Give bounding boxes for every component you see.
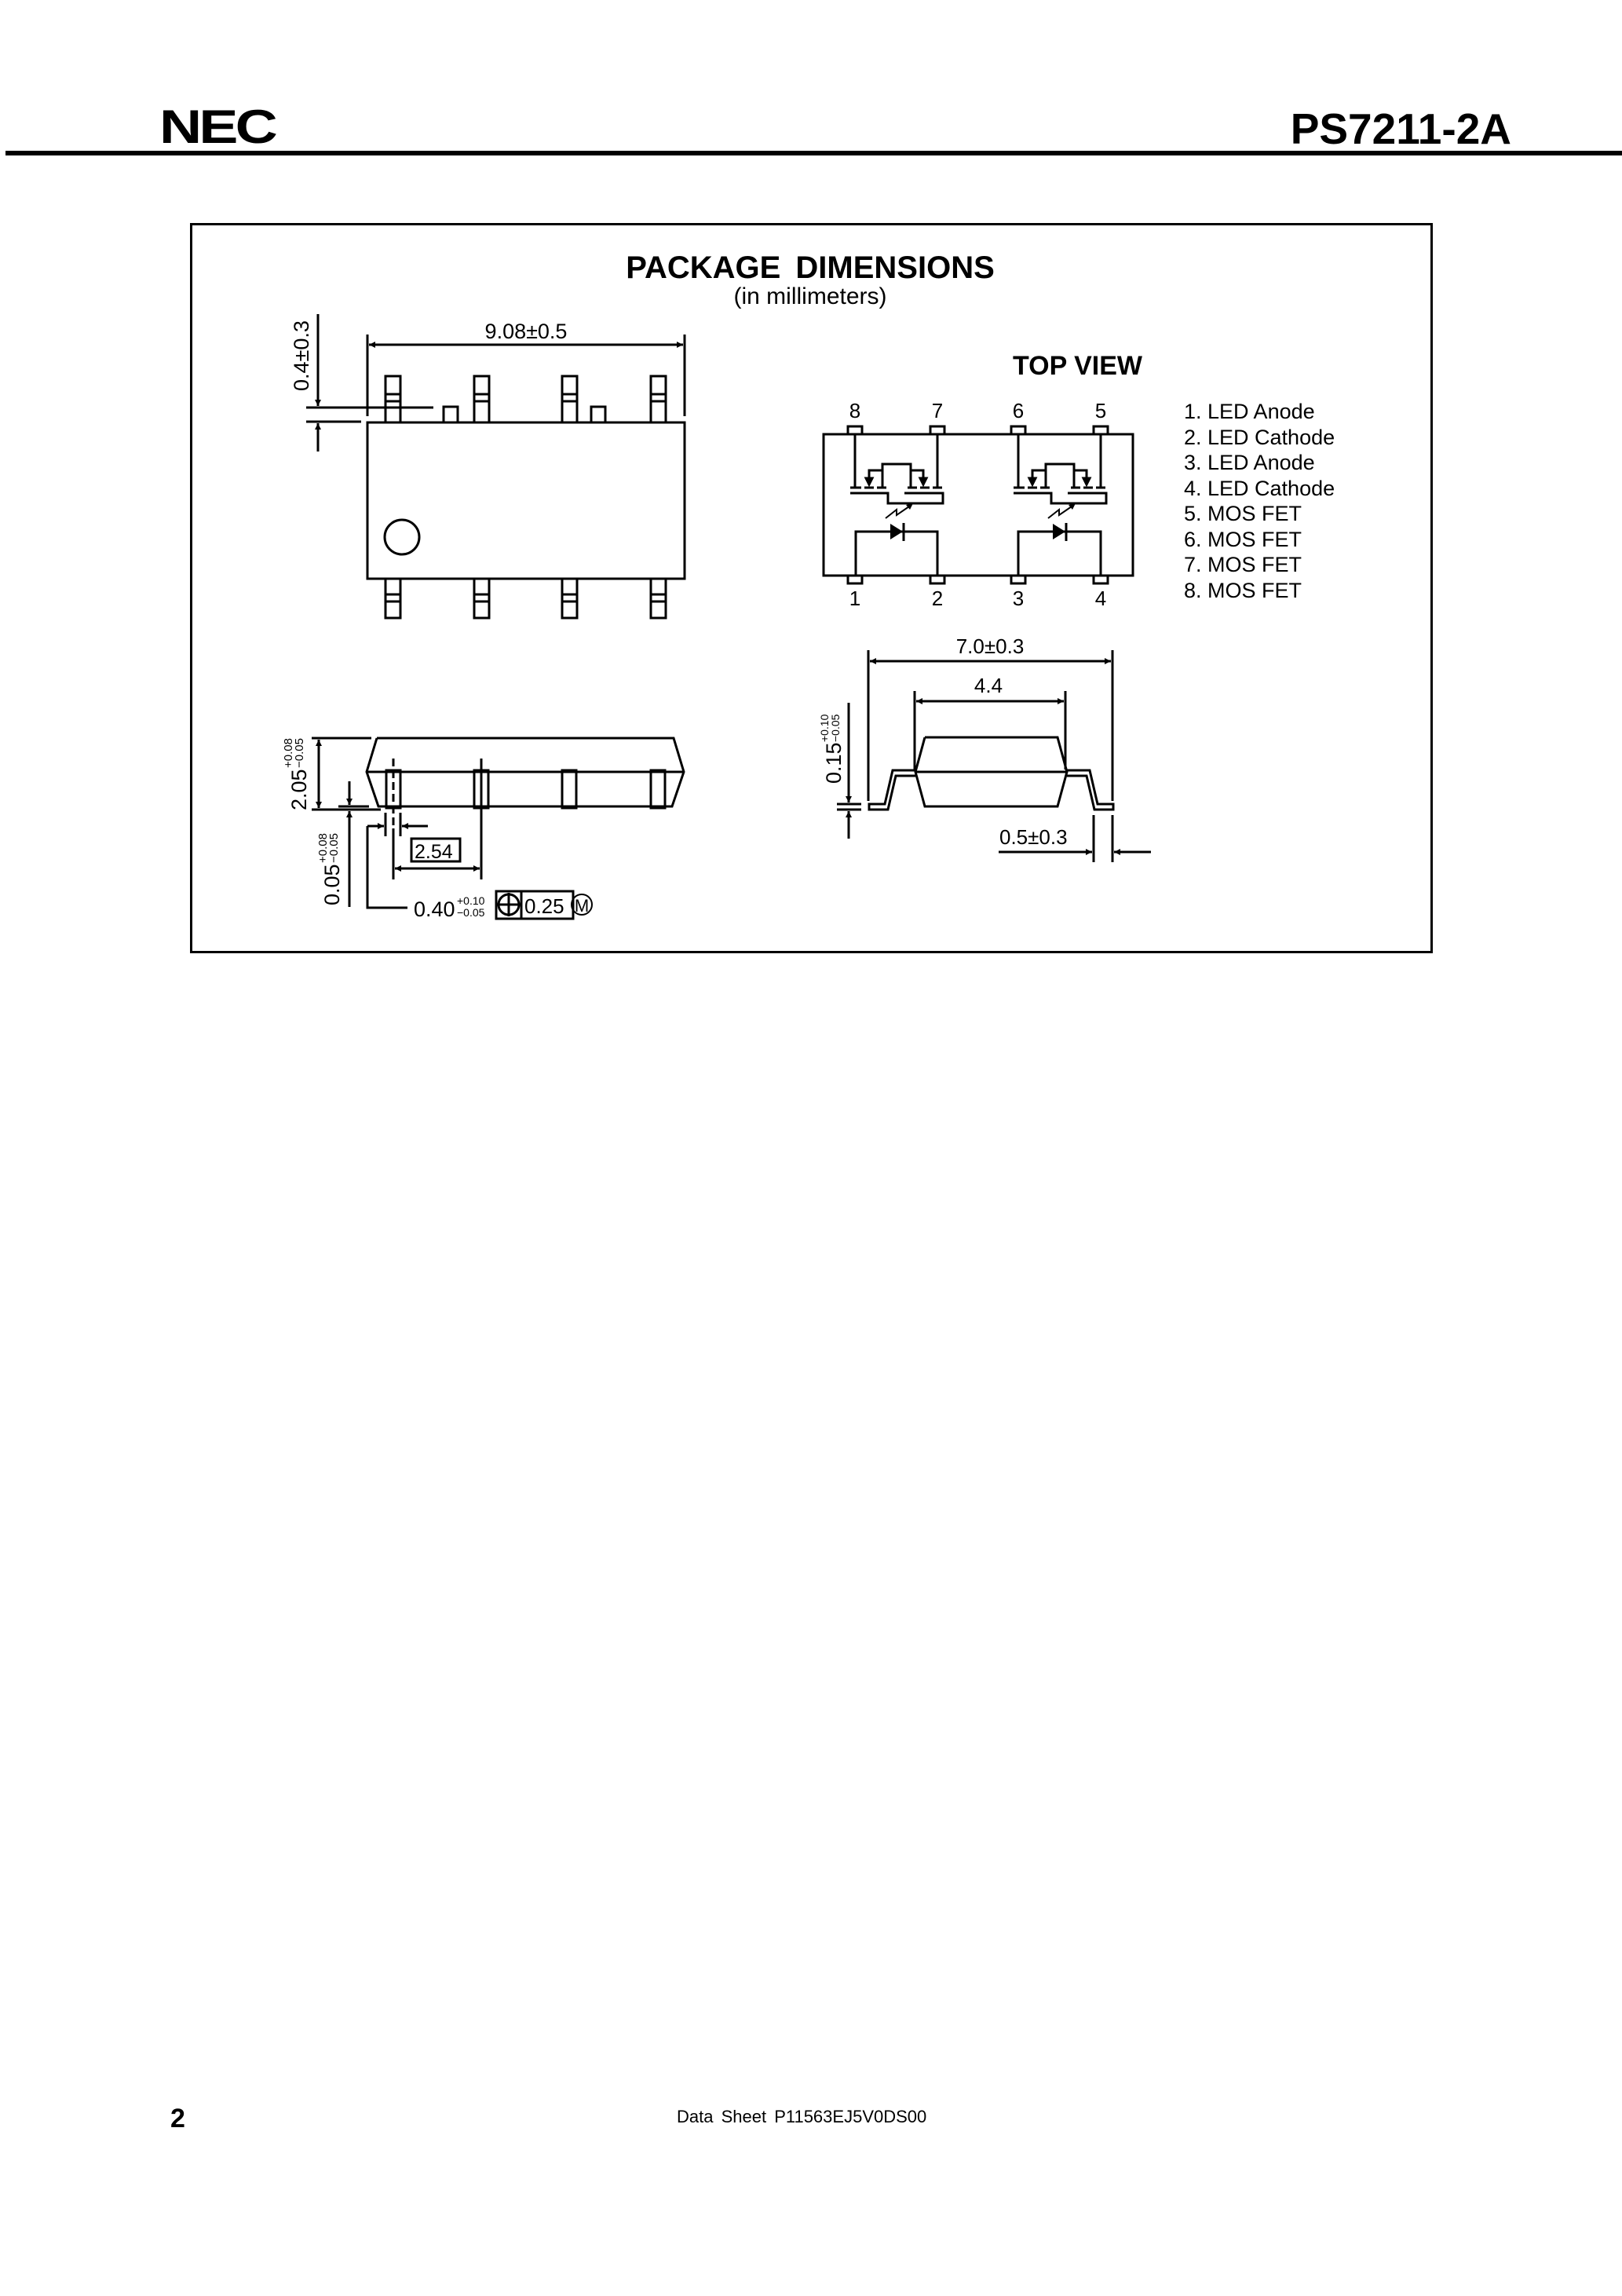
top-leads: [384, 375, 667, 424]
pitch-dimension-label: 2.54: [415, 841, 453, 863]
units-subtitle: (in millimeters): [733, 283, 887, 309]
height-tolerance-plus: +0.08: [282, 738, 295, 768]
lead-thickness-tolerance-minus: −0.05: [829, 714, 842, 742]
pin-function-list: 1. LED Anode 2. LED Cathode 3. LED Anode…: [1184, 399, 1335, 603]
top-view-body-outline: [822, 433, 1134, 577]
height-tolerance-minus: −0.05: [293, 738, 306, 768]
pin-number-label: 2: [932, 587, 943, 610]
pin-function-item: 3. LED Anode: [1184, 451, 1315, 474]
end-view-drawing: [837, 650, 1151, 862]
pin-function-item: 2. LED Cathode: [1184, 425, 1335, 449]
standoff-dimension-label: 0.05: [320, 864, 344, 905]
package-dimensions-title: PACKAGE DIMENSIONS: [626, 250, 995, 285]
lead-width-dimension-label: 0.40: [414, 898, 455, 921]
top-view-title: TOP VIEW: [1013, 351, 1143, 381]
lead-thickness-tolerance-plus: +0.10: [818, 714, 831, 742]
overall-width-dimension-label: 7.0±0.3: [956, 634, 1025, 658]
top-view-schematic: [822, 425, 1134, 585]
bottom-leads: [384, 577, 667, 620]
standoff-tolerance-plus: +0.08: [316, 833, 330, 863]
standoff-tolerance-minus: −0.05: [327, 833, 341, 863]
plan-view-drawing: [306, 314, 686, 620]
lead-width-tolerance-plus: +0.10: [457, 894, 485, 907]
pin-number-label: 3: [1013, 587, 1024, 610]
package-dimensions-frame: [190, 223, 1433, 953]
part-number-heading: PS7211-2A: [1290, 104, 1511, 153]
position-tolerance-value: 0.25: [524, 894, 564, 918]
package-drawing: 9.08±0.5 0.4±0.3: [282, 314, 1151, 921]
led-symbol-left: [854, 503, 939, 576]
pin-function-item: 8. MOS FET: [1184, 578, 1302, 602]
height-dimension-label: 2.05: [287, 769, 311, 810]
package-body-outline: [366, 421, 686, 580]
pin-function-item: 5. MOS FET: [1184, 502, 1302, 525]
lead-thickness-dimension-label: 0.15: [822, 742, 846, 784]
pin-number-label: 7: [932, 399, 943, 422]
foot-length-dimension-label: 0.5±0.3: [999, 825, 1068, 849]
pin-number-label: 6: [1013, 399, 1024, 422]
max-material-modifier: M: [575, 896, 589, 916]
pin-number-label: 1: [849, 587, 860, 610]
pin-number-label: 8: [849, 399, 860, 422]
mosfet-symbol-left: [850, 434, 944, 505]
side-view-drawing: [312, 737, 685, 920]
pin-function-item: 7. MOS FET: [1184, 553, 1302, 576]
pin-function-item: 1. LED Anode: [1184, 400, 1315, 423]
pin-number-label: 5: [1095, 399, 1106, 422]
page-number: 2: [170, 2104, 185, 2133]
document-id: Data Sheet P11563EJ5V0DS00: [677, 2107, 927, 2126]
mosfet-symbol-right: [1014, 434, 1108, 505]
lead-width-tolerance-minus: −0.05: [457, 906, 485, 919]
header-rule: [5, 151, 1622, 155]
length-dimension-label: 9.08±0.5: [485, 320, 568, 343]
nec-logo: NEC: [159, 101, 278, 153]
pin-number-label: 4: [1095, 587, 1106, 610]
pin1-index-mark: [383, 518, 421, 556]
pin-function-item: 6. MOS FET: [1184, 527, 1302, 551]
led-symbol-right: [1017, 503, 1102, 576]
body-width-dimension-label: 4.4: [974, 674, 1003, 697]
pin-function-item: 4. LED Cathode: [1184, 476, 1335, 500]
lead-protrusion-dimension-label: 0.4±0.3: [290, 320, 313, 391]
